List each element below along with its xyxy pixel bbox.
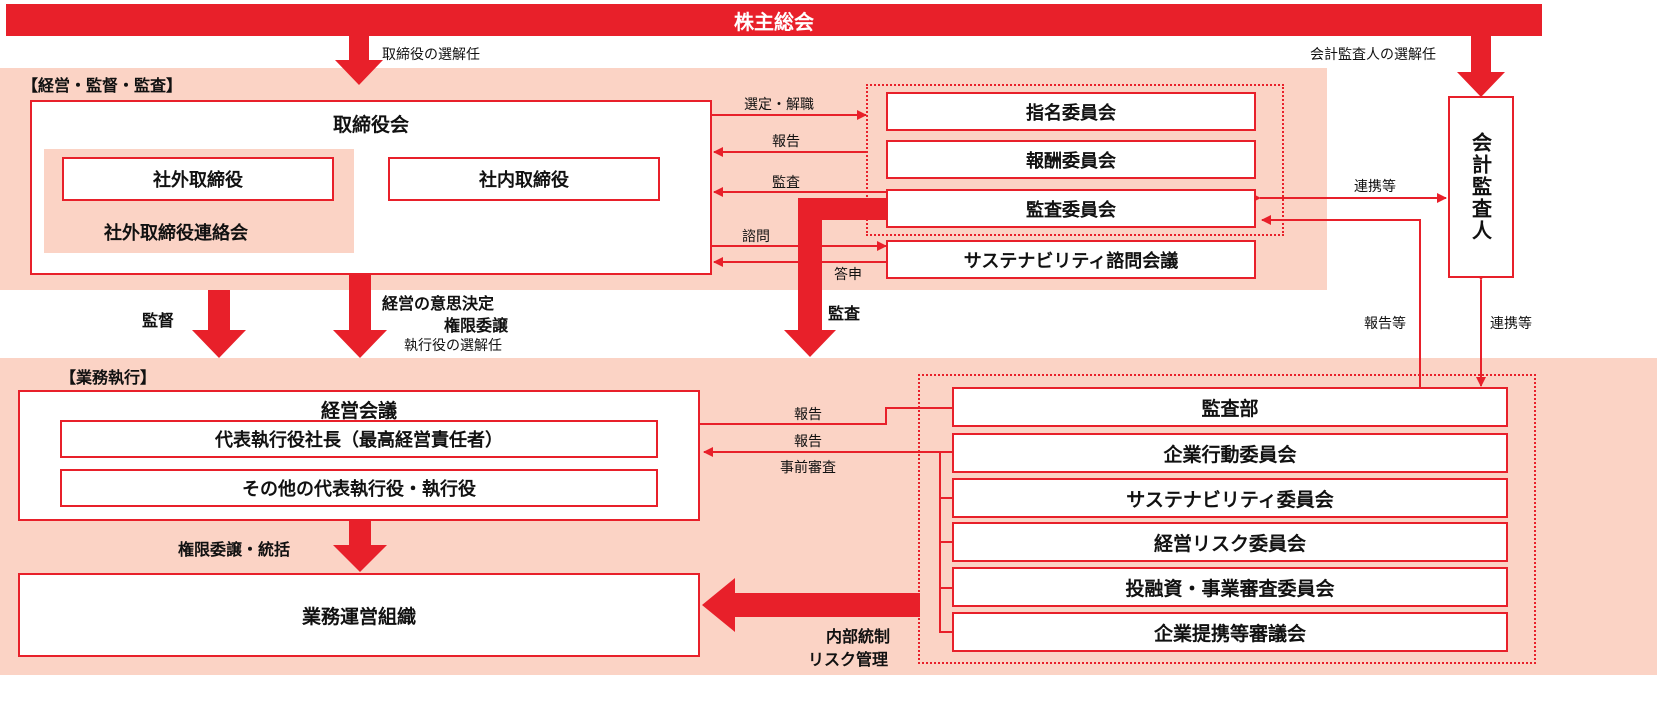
investment-review-label: 投融資・事業審査委員会 (1125, 577, 1335, 600)
label-pre-review: 事前審査 (780, 460, 836, 476)
outside-director-label: 社外取締役 (153, 170, 243, 191)
sustainability-committee-label: サステナビリティ委員会 (1126, 488, 1334, 511)
ceo-box: 代表執行役社長（最高経営責任者） (60, 420, 658, 458)
audit-committee-label: 監査委員会 (1026, 199, 1116, 221)
section-execution: 【業務執行】 (60, 368, 157, 387)
label-auditor-election: 会計監査人の選解任 (1310, 47, 1436, 63)
management-meeting-title: 経営会議 (320, 400, 397, 422)
corporate-conduct-label: 企業行動委員会 (1163, 443, 1297, 466)
nomination-committee: 指名委員会 (886, 92, 1256, 131)
arrow-supervision (192, 290, 246, 358)
label-consult: 諮問 (742, 229, 770, 245)
audit-department: 監査部 (952, 387, 1508, 427)
label-director-election: 取締役の選解任 (382, 47, 480, 63)
accounting-auditor-label: 会計監査人 (1468, 132, 1493, 242)
shareholders-meeting-bar: 株主総会 (6, 4, 1542, 36)
sustainability-advisory: サステナビリティ諮問会議 (886, 240, 1256, 279)
arrow-report-etc (1261, 215, 1421, 387)
ceo-label: 代表執行役社長（最高経営責任者） (215, 430, 503, 451)
committees-group (866, 84, 1284, 236)
label-audit-big: 監査 (828, 304, 861, 323)
risk-committee-label: 経営リスク委員会 (1153, 532, 1306, 555)
label-cooperation-2: 連携等 (1490, 316, 1532, 332)
arrow-internal-control (702, 578, 920, 632)
label-officer-election: 執行役の選解任 (404, 338, 502, 354)
compensation-committee: 報酬委員会 (886, 140, 1256, 179)
inside-director-box: 社内取締役 (388, 157, 660, 201)
corporate-conduct-committee: 企業行動委員会 (952, 433, 1508, 473)
other-officers-box: その他の代表執行役・執行役 (60, 469, 658, 507)
label-report: 報告 (772, 134, 800, 150)
arrow-director-election (335, 36, 383, 85)
arrow-delegation (333, 521, 387, 572)
label-answer: 答申 (834, 267, 862, 283)
shareholders-meeting-title: 株主総会 (734, 9, 814, 34)
internal-committees-group (918, 374, 1536, 664)
label-internal-control-2: リスク管理 (808, 650, 889, 669)
label-audit: 監査 (772, 175, 800, 191)
operations-label: 業務運営組織 (301, 605, 416, 628)
accounting-auditor: 会計監査人 (1448, 96, 1514, 278)
sustainability-committee: サステナビリティ委員会 (952, 478, 1508, 518)
arrow-decision (333, 275, 387, 358)
alliance-council-label: 企業提携等審議会 (1153, 622, 1306, 645)
audit-committee: 監査委員会 (886, 189, 1256, 228)
audit-department-label: 監査部 (1201, 397, 1259, 420)
operations-organization: 業務運営組織 (18, 573, 700, 657)
label-internal-control-1: 内部統制 (826, 627, 891, 646)
label-supervision: 監督 (142, 311, 175, 330)
label-delegation: 権限委譲・統括 (178, 540, 291, 559)
other-officers-label: その他の代表執行役・執行役 (242, 479, 476, 500)
label-appoint-dismiss: 選定・解職 (744, 97, 814, 113)
label-cooperation: 連携等 (1354, 179, 1396, 195)
label-decision-1: 経営の意思決定 (382, 294, 495, 313)
label-report-committees: 報告 (794, 434, 822, 450)
board-title: 取締役会 (332, 114, 409, 136)
nomination-committee-label: 指名委員会 (1026, 102, 1116, 124)
outside-director-box: 社外取締役 (62, 157, 334, 201)
section-governance: 【経営・監督・監査】 (22, 76, 183, 95)
sustainability-advisory-label: サステナビリティ諮問会議 (963, 250, 1179, 272)
outside-director-liaison: 社外取締役連絡会 (104, 223, 248, 244)
inside-director-label: 社内取締役 (479, 170, 569, 191)
label-report-etc: 報告等 (1364, 316, 1406, 332)
alliance-council: 企業提携等審議会 (952, 612, 1508, 652)
risk-committee: 経営リスク委員会 (952, 522, 1508, 562)
compensation-committee-label: 報酬委員会 (1026, 150, 1116, 172)
label-decision-2: 権限委譲 (444, 316, 509, 335)
arrow-auditor-election (1457, 36, 1505, 97)
investment-review-committee: 投融資・事業審査委員会 (952, 567, 1508, 607)
label-report-audit-dept: 報告 (794, 407, 822, 423)
